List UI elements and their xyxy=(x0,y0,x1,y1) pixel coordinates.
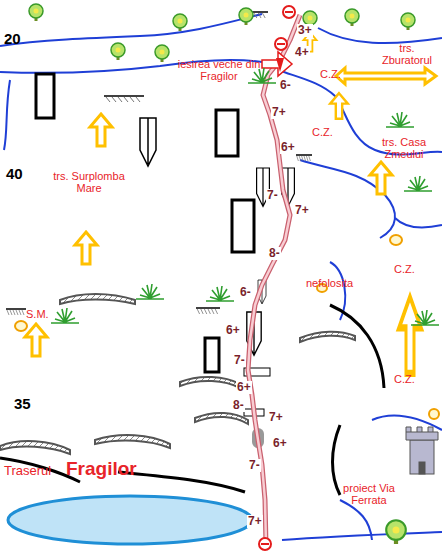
tower xyxy=(406,427,438,474)
approach-arrows xyxy=(25,32,436,373)
place-label: C.Z. xyxy=(320,68,341,80)
place-label: C.Z. xyxy=(394,263,415,275)
place-label: nefolosita xyxy=(306,277,353,289)
rock-blocks xyxy=(36,74,254,372)
place-label: trs. Surplomba Mare xyxy=(46,170,132,194)
slabs xyxy=(0,294,355,454)
grade-label: 6- xyxy=(279,79,292,92)
grade-label: 7+ xyxy=(294,204,310,217)
grade-label: 8- xyxy=(232,399,245,412)
closure-signs xyxy=(259,6,295,550)
sector-name: Fragilor xyxy=(66,459,137,480)
route-number: 20 xyxy=(4,31,21,48)
grade-label: 6+ xyxy=(225,324,241,337)
place-label: C.Z. xyxy=(394,373,415,385)
grade-label: 6+ xyxy=(272,437,288,450)
grade-label: 7- xyxy=(266,189,279,202)
grade-label: 3+ xyxy=(297,24,313,37)
old-exit-marker xyxy=(276,58,284,72)
grade-label: 7+ xyxy=(247,515,263,528)
grade-label: 6+ xyxy=(280,141,296,154)
lake xyxy=(8,496,252,544)
grade-label: 4+ xyxy=(294,46,310,59)
place-label: trs. Casa Zmeului xyxy=(370,136,438,160)
route-number: 40 xyxy=(6,166,23,183)
dihedrals xyxy=(140,118,294,355)
place-label: C.Z. xyxy=(312,126,333,138)
plants xyxy=(51,68,439,325)
grade-label: 7- xyxy=(233,354,246,367)
grade-label: 7+ xyxy=(271,106,287,119)
place-label: proiect Via Ferrata xyxy=(332,482,406,506)
sector-name: Traserul xyxy=(4,464,51,478)
ledges xyxy=(6,12,312,315)
grade-label: 8- xyxy=(268,247,281,260)
rock-edges xyxy=(0,14,442,540)
grade-label: 6- xyxy=(239,286,252,299)
overhangs xyxy=(0,305,384,495)
place-label: trs. Zburatorul xyxy=(376,42,438,66)
old-exit-arrow xyxy=(262,52,292,76)
route-line xyxy=(248,15,300,545)
route-number: 35 xyxy=(14,396,31,413)
place-label: S.M. xyxy=(26,308,49,320)
trees xyxy=(29,4,415,544)
grade-label: 7+ xyxy=(268,411,284,424)
bolt-rings xyxy=(15,235,439,419)
grade-label: 7- xyxy=(248,459,261,472)
grade-label: 6+ xyxy=(236,381,252,394)
place-label: iesirea veche din Fragilor xyxy=(160,58,278,82)
